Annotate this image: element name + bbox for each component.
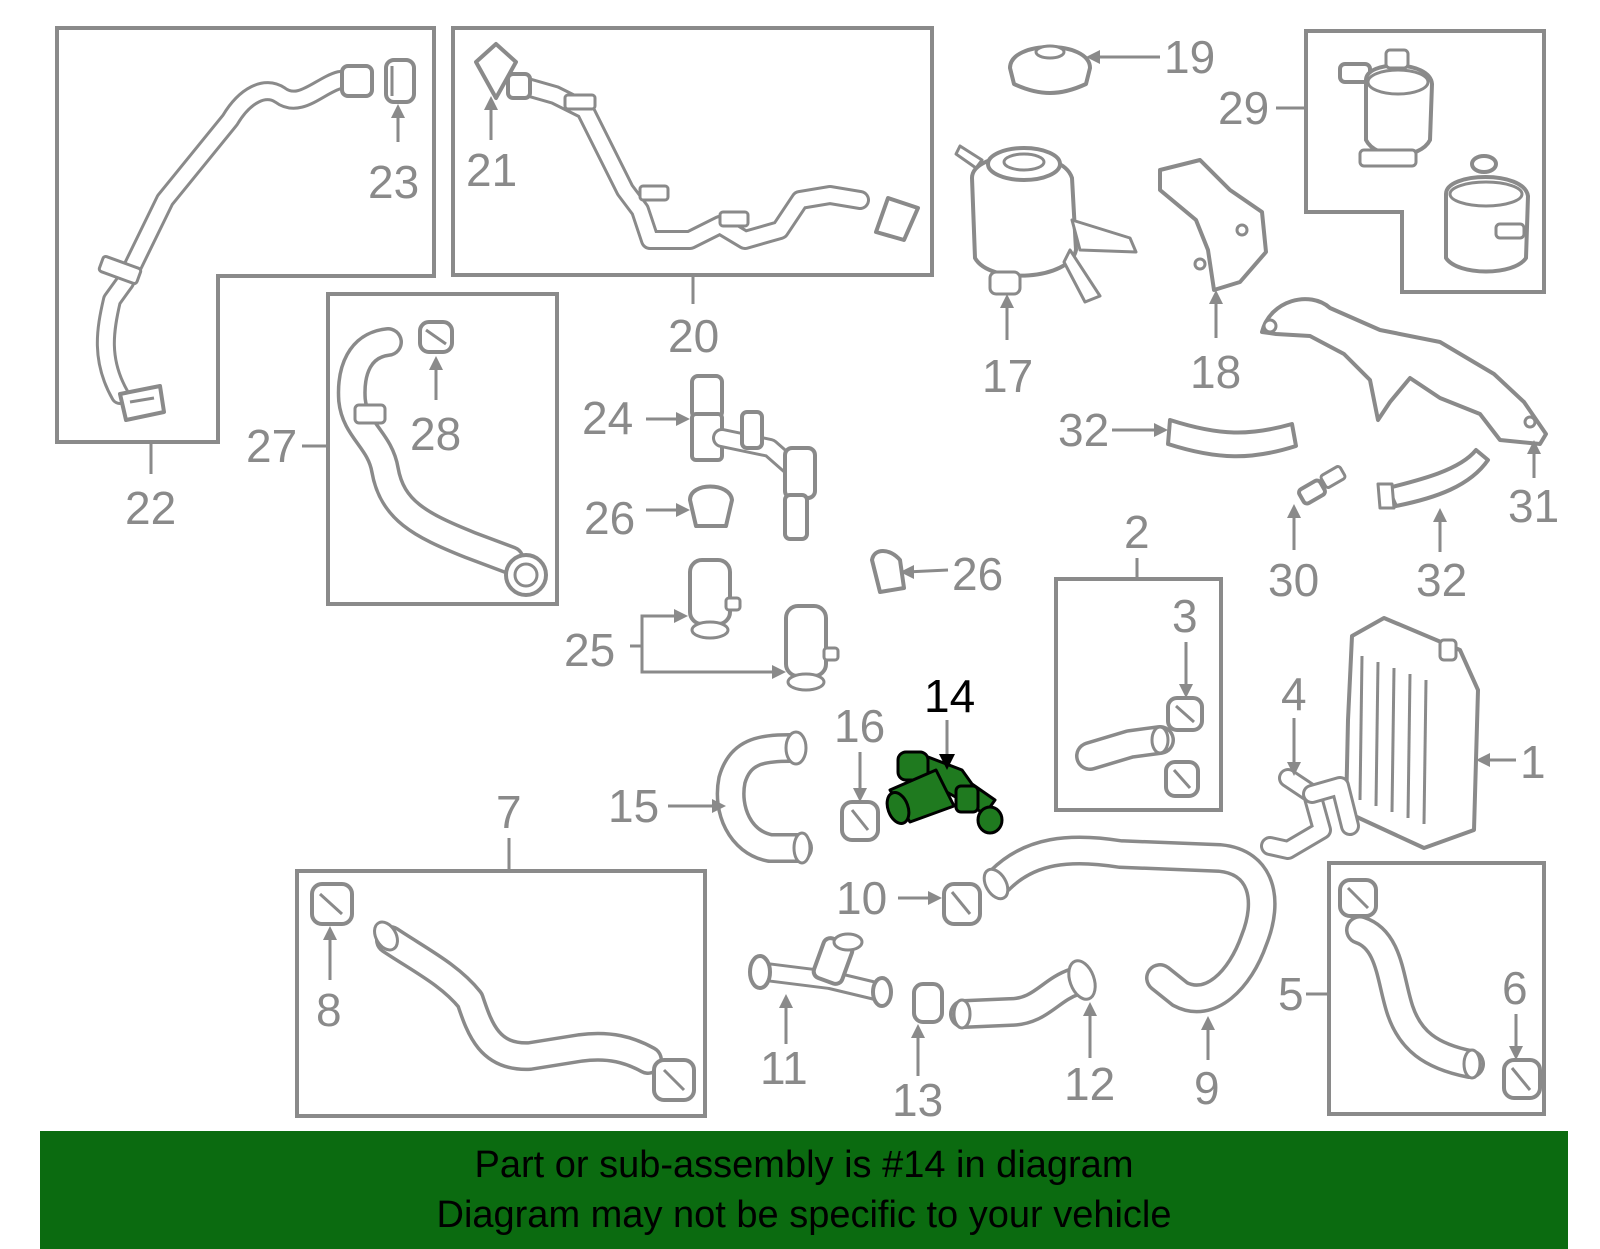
callout-19: 19 (1164, 31, 1215, 83)
part-12-hose (949, 959, 1097, 1030)
part-2-clamp (1164, 760, 1200, 798)
callout-28: 28 (410, 408, 461, 460)
part-29-pump-lower (1444, 154, 1530, 274)
banner-line-1: Part or sub-assembly is #14 in diagram (474, 1144, 1134, 1186)
part-14-connector-highlighted (885, 750, 1004, 835)
part-7-hose (373, 920, 663, 1075)
callout-10: 10 (836, 872, 887, 924)
callout-20: 20 (668, 310, 719, 362)
part-4-coolant-pipe (1260, 768, 1360, 860)
info-banner: Part or sub-assembly is #14 in diagram D… (40, 1131, 1568, 1249)
group-box-22 (55, 26, 436, 444)
part-27-hose (336, 327, 548, 597)
callout-18: 18 (1190, 346, 1241, 398)
part-8-clamp (310, 882, 354, 926)
callout-26-upper: 26 (584, 492, 635, 544)
part-10-clamp (942, 882, 982, 926)
part-16-clamp (840, 800, 880, 842)
group-box-20 (451, 26, 934, 277)
part-23-clamp (384, 58, 416, 104)
part-18-bracket (1158, 158, 1268, 292)
part-5-hose (1345, 915, 1485, 1080)
callout-16: 16 (834, 700, 885, 752)
part-15-hose (715, 730, 813, 865)
part-9-hose (982, 835, 1277, 1014)
callout-21: 21 (466, 144, 517, 196)
callout-29: 29 (1218, 82, 1269, 134)
part-21-clamp (474, 42, 518, 100)
part-20-clamp (874, 196, 920, 242)
part-25-pump-right (784, 604, 840, 692)
callout-15: 15 (608, 780, 659, 832)
callout-31: 31 (1508, 480, 1559, 532)
banner-line-2: Diagram may not be specific to your vehi… (436, 1194, 1172, 1236)
part-19-reservoir-cap (1008, 44, 1092, 95)
callout-32-upper: 32 (1058, 404, 1109, 456)
callout-22: 22 (125, 482, 176, 534)
leader-lines (149, 55, 1536, 1076)
arrowheads (323, 50, 1541, 1060)
part-32-strap-lower (1376, 448, 1490, 510)
callout-23: 23 (368, 156, 419, 208)
part-29-pump-upper (1338, 48, 1434, 168)
arrowhead-14 (939, 754, 955, 770)
callout-1: 1 (1520, 736, 1546, 788)
callout-13: 13 (892, 1074, 943, 1126)
part-22-clamp (118, 384, 166, 422)
callout-7: 7 (496, 786, 522, 838)
callout-6: 6 (1502, 962, 1528, 1014)
part-7-clamp (652, 1058, 696, 1102)
callout-25: 25 (564, 624, 615, 676)
part-17-expansion-tank (954, 144, 1138, 304)
callout-14: 14 (924, 670, 975, 722)
part-25-pump-left (688, 558, 742, 640)
part-5-clamp (1338, 878, 1378, 918)
callout-26-lower: 26 (952, 548, 1003, 600)
part-6-clamp (1502, 1058, 1542, 1100)
part-24-thermostat-housing (690, 374, 817, 541)
part-31-bracket (1260, 297, 1548, 446)
part-3-clamp (1166, 696, 1204, 732)
part-13-clamp (912, 982, 944, 1024)
part-2-hose (1075, 725, 1175, 771)
callout-27: 27 (246, 420, 297, 472)
callout-9: 9 (1194, 1062, 1220, 1114)
part-28-clamp (418, 320, 454, 354)
part-1-auxiliary-radiator (1344, 616, 1480, 850)
leader-25 (630, 614, 782, 674)
part-30-sensor (1297, 465, 1347, 506)
group-box-27 (326, 292, 559, 606)
callout-24: 24 (582, 392, 633, 444)
callout-labels: 22 23 21 20 19 17 18 29 27 28 24 26 25 2… (125, 31, 1559, 1126)
group-box-5 (1327, 861, 1546, 1116)
part-32-strap-upper (1166, 418, 1298, 459)
callout-30: 30 (1268, 554, 1319, 606)
group-box-7 (295, 869, 707, 1118)
callout-4: 4 (1281, 668, 1307, 720)
callout-2: 2 (1124, 506, 1150, 558)
callout-8: 8 (316, 984, 342, 1036)
part-20-hose (506, 72, 870, 250)
part-11-connector (748, 932, 893, 1008)
group-box-29 (1304, 29, 1546, 294)
callout-3: 3 (1172, 590, 1198, 642)
part-26-clamp-upper (688, 484, 734, 528)
callout-5: 5 (1278, 968, 1304, 1020)
callout-12: 12 (1064, 1058, 1115, 1110)
callout-17: 17 (982, 350, 1033, 402)
callout-32-lower: 32 (1416, 554, 1467, 606)
callout-11: 11 (760, 1042, 808, 1094)
part-22-coolant-pipe (95, 64, 374, 405)
part-26-clamp-lower (870, 549, 906, 594)
